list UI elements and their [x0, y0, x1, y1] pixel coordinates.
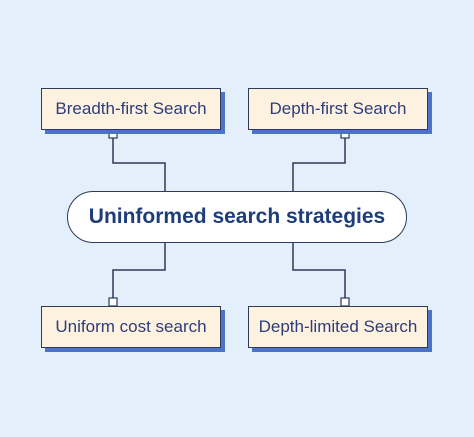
node-depth-limited-search: Depth-limited Search — [248, 306, 428, 348]
connector-depth-first — [292, 135, 346, 191]
connector-port-depth-first — [340, 129, 350, 139]
node-uniform-cost-search: Uniform cost search — [41, 306, 221, 348]
connector-port-uniform-cost — [108, 297, 118, 307]
connector-port-depth-limited — [340, 297, 350, 307]
node-label: Uniform cost search — [55, 317, 207, 336]
connector-uniform-cost — [112, 243, 166, 298]
center-node-uninformed-search-strategies: Uninformed search strategies — [67, 191, 407, 243]
node-label: Depth-first Search — [269, 99, 407, 118]
connector-breadth-first — [112, 135, 166, 191]
connector-depth-limited — [292, 243, 346, 298]
node-breadth-first-search: Breadth-first Search — [41, 88, 221, 130]
node-label: Breadth-first Search — [55, 99, 207, 118]
node-depth-first-search: Depth-first Search — [248, 88, 428, 130]
center-label: Uninformed search strategies — [88, 205, 386, 228]
node-label: Depth-limited Search — [258, 317, 418, 336]
connector-port-breadth-first — [108, 129, 118, 139]
